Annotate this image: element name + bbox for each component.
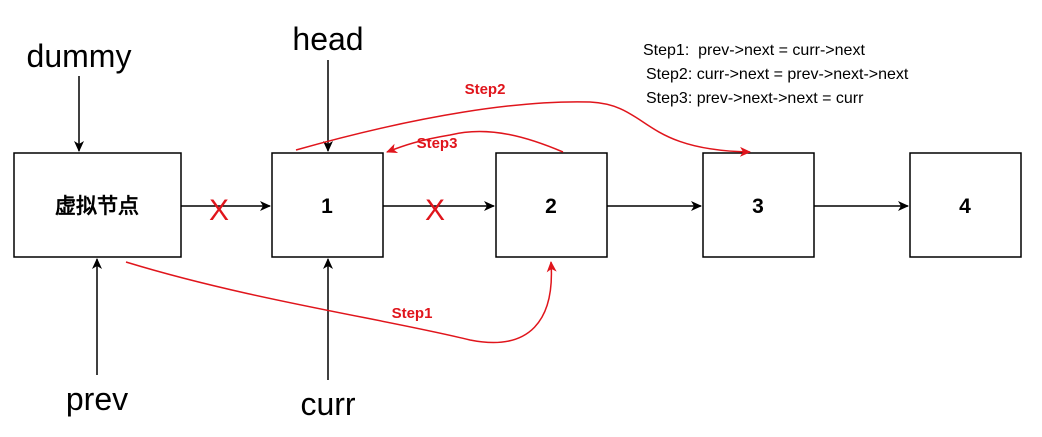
step3-label: Step3 bbox=[417, 135, 458, 152]
step3-arrow bbox=[386, 130, 564, 154]
step1-arrow bbox=[125, 261, 557, 344]
step2-arrow bbox=[295, 101, 751, 157]
note-step1: Step1: prev->next = curr->next bbox=[643, 42, 865, 59]
x-mark-1-to-2: X bbox=[425, 194, 445, 227]
pointer-label-prev: prev bbox=[66, 381, 128, 417]
node-3-label: 3 bbox=[752, 195, 764, 218]
step1-label: Step1 bbox=[392, 305, 433, 322]
node-4-label: 4 bbox=[959, 195, 971, 218]
node-3: 3 bbox=[702, 152, 815, 258]
step2-label: Step2 bbox=[465, 81, 506, 98]
node-1: 1 bbox=[271, 152, 384, 258]
pointer-label-curr: curr bbox=[300, 386, 355, 422]
note-step2: Step2: curr->next = prev->next->next bbox=[646, 66, 909, 83]
pointer-label-head: head bbox=[292, 21, 363, 57]
node-2-label: 2 bbox=[545, 195, 557, 218]
note-step3: Step3: prev->next->next = curr bbox=[646, 90, 864, 107]
node-dummy: 虚拟节点 bbox=[13, 152, 182, 258]
node-dummy-label: 虚拟节点 bbox=[55, 194, 139, 218]
node-4: 4 bbox=[909, 152, 1022, 258]
node-2: 2 bbox=[495, 152, 608, 258]
pointer-label-dummy: dummy bbox=[27, 38, 132, 74]
x-mark-dummy-to-1: X bbox=[209, 194, 229, 227]
node-1-label: 1 bbox=[321, 195, 333, 218]
